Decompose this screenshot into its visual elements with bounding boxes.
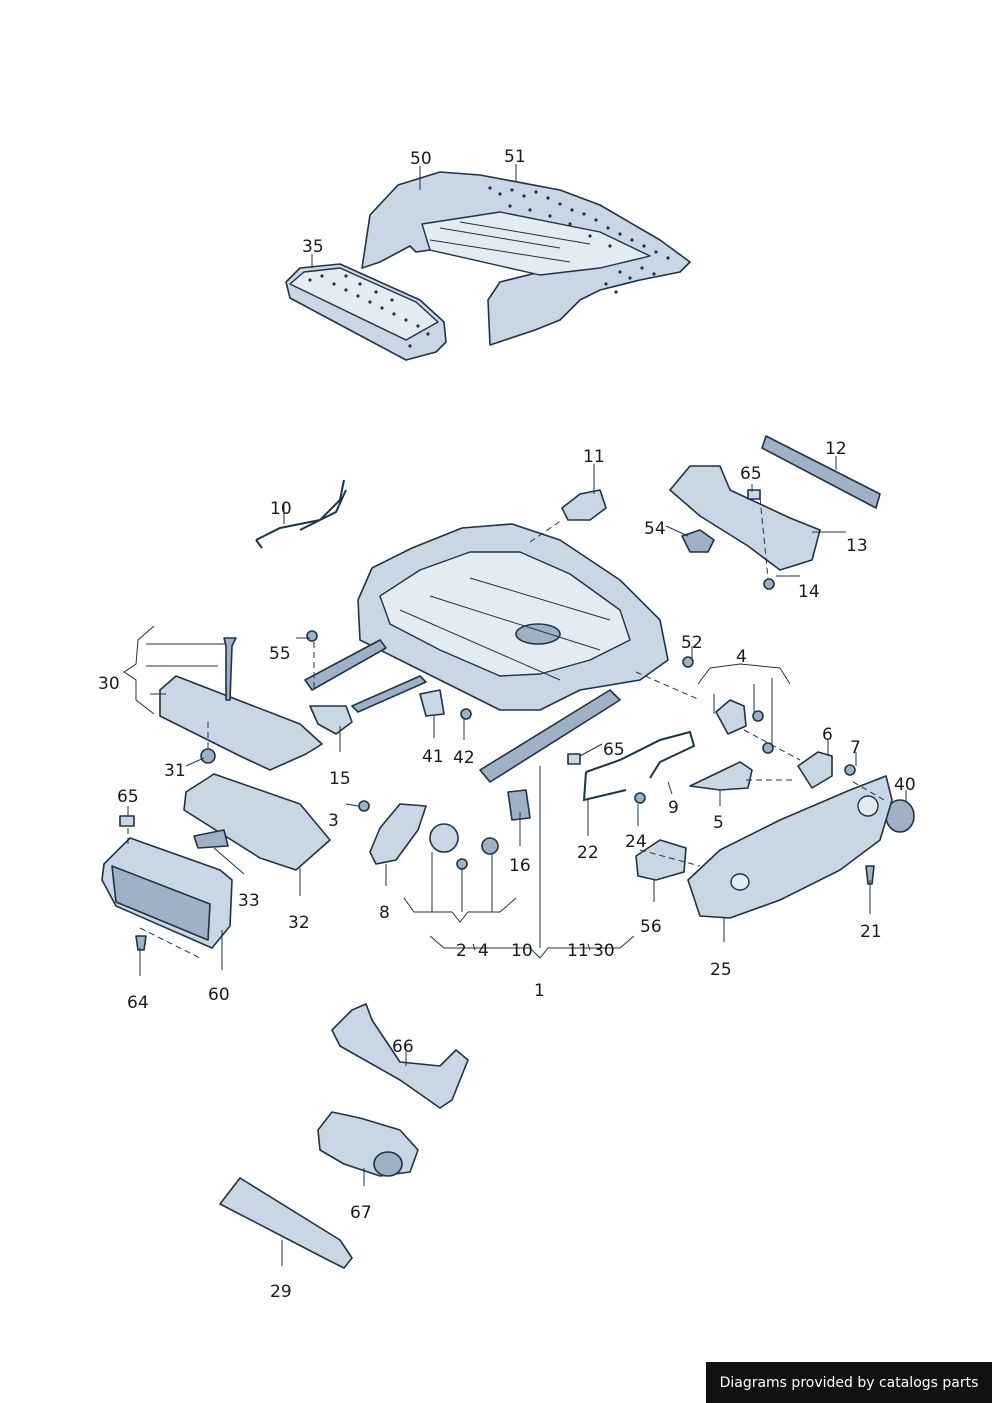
callout-51: 51 bbox=[504, 147, 526, 167]
front-cushion-part[interactable] bbox=[285, 263, 447, 361]
callout-labels: 50 51 35 11 12 65 54 13 14 10 55 52 4 6 … bbox=[98, 147, 916, 1302]
callout-65-left: 65 bbox=[117, 787, 139, 807]
callout-64: 64 bbox=[127, 993, 149, 1013]
screw-4b-part[interactable] bbox=[762, 742, 774, 754]
callout-35: 35 bbox=[302, 237, 324, 257]
callout-60: 60 bbox=[208, 985, 230, 1005]
callout-5: 5 bbox=[713, 813, 724, 833]
small-parts-group bbox=[101, 435, 915, 1269]
rail-12-part[interactable] bbox=[761, 435, 881, 509]
gear-8-part[interactable] bbox=[429, 823, 459, 853]
callout-16: 16 bbox=[509, 856, 531, 876]
subgroup-2: 2 bbox=[456, 941, 467, 961]
motor-56-part[interactable] bbox=[635, 839, 687, 881]
callout-4: 4 bbox=[736, 647, 747, 667]
callout-7: 7 bbox=[850, 738, 861, 758]
screw-7-part[interactable] bbox=[844, 764, 856, 776]
connector-16-part[interactable] bbox=[507, 789, 531, 821]
callout-12: 12 bbox=[825, 439, 847, 459]
callout-11: 11 bbox=[583, 447, 605, 467]
screw-42-part[interactable] bbox=[460, 708, 472, 720]
screw-64-part[interactable] bbox=[135, 935, 147, 951]
side-cover-25-part[interactable] bbox=[687, 775, 893, 919]
callout-10: 10 bbox=[270, 499, 292, 519]
seat-frame-part[interactable] bbox=[304, 523, 669, 783]
subgroup-30: 30 bbox=[593, 941, 615, 961]
bracket-6-part[interactable] bbox=[797, 751, 833, 789]
handle-15-part[interactable] bbox=[309, 705, 353, 735]
screw-24-part[interactable] bbox=[634, 792, 646, 804]
screw-3-part[interactable] bbox=[358, 800, 370, 812]
callout-67: 67 bbox=[350, 1203, 372, 1223]
callout-6: 6 bbox=[822, 725, 833, 745]
bolt-30-part[interactable] bbox=[223, 637, 237, 701]
callout-29: 29 bbox=[270, 1282, 292, 1302]
callout-14: 14 bbox=[798, 582, 820, 602]
bracket-8-part[interactable] bbox=[369, 803, 427, 865]
clip-65b-part[interactable] bbox=[567, 753, 581, 765]
callout-65-top: 65 bbox=[740, 464, 762, 484]
plate-30-part[interactable] bbox=[159, 675, 323, 771]
clip-65a-part[interactable] bbox=[747, 489, 761, 500]
grease-tube-29-part[interactable] bbox=[219, 1177, 353, 1269]
subgroup-list: 2 4 10 11 30 bbox=[456, 941, 615, 961]
connector-54-part[interactable] bbox=[681, 529, 715, 553]
clip-41-part[interactable] bbox=[419, 689, 445, 717]
cable-9-part[interactable] bbox=[582, 730, 696, 802]
callout-1: 1 bbox=[534, 981, 545, 1001]
bracket-66-part[interactable] bbox=[331, 1003, 469, 1109]
screw-52-part[interactable] bbox=[682, 656, 694, 668]
callout-66: 66 bbox=[392, 1037, 414, 1057]
callout-55: 55 bbox=[269, 644, 291, 664]
seat-cushion-part[interactable] bbox=[361, 171, 691, 346]
footer-credit: Diagrams provided by catalogs parts bbox=[706, 1362, 992, 1403]
callout-54: 54 bbox=[644, 519, 666, 539]
callout-33: 33 bbox=[238, 891, 260, 911]
callout-22: 22 bbox=[577, 843, 599, 863]
clip-33-part[interactable] bbox=[193, 829, 229, 849]
callout-56: 56 bbox=[640, 917, 662, 937]
callout-9: 9 bbox=[668, 798, 679, 818]
screw-21-part[interactable] bbox=[865, 865, 875, 885]
lever-5-part[interactable] bbox=[689, 761, 753, 791]
callout-15: 15 bbox=[329, 769, 351, 789]
nut-31-part[interactable] bbox=[200, 748, 216, 764]
callout-31: 31 bbox=[164, 761, 186, 781]
screw-4a-part[interactable] bbox=[752, 710, 764, 722]
callout-8: 8 bbox=[379, 903, 390, 923]
callout-24: 24 bbox=[625, 832, 647, 852]
subgroup-11: 11 bbox=[567, 941, 589, 961]
callout-13: 13 bbox=[846, 536, 868, 556]
screw-55-part[interactable] bbox=[306, 630, 318, 642]
subgroup-10: 10 bbox=[511, 941, 533, 961]
callout-30: 30 bbox=[98, 674, 120, 694]
leader-lines bbox=[123, 164, 907, 1266]
callout-41: 41 bbox=[422, 747, 444, 767]
motor-67-part[interactable] bbox=[317, 1111, 419, 1177]
trim-32-part[interactable] bbox=[183, 773, 331, 871]
callout-40: 40 bbox=[894, 775, 916, 795]
callout-52: 52 bbox=[681, 633, 703, 653]
callout-21: 21 bbox=[860, 922, 882, 942]
callout-25: 25 bbox=[710, 960, 732, 980]
adjuster-13-part[interactable] bbox=[669, 465, 821, 571]
screw-14-part[interactable] bbox=[763, 578, 775, 590]
callout-42: 42 bbox=[453, 748, 475, 768]
callout-65-middle: 65 bbox=[603, 740, 625, 760]
callout-3: 3 bbox=[328, 811, 339, 831]
gear-4-part[interactable] bbox=[715, 699, 747, 735]
wiring-harness-10-part[interactable] bbox=[255, 479, 347, 549]
subgroup-4: 4 bbox=[478, 941, 489, 961]
clip-65c-part[interactable] bbox=[119, 815, 135, 827]
callout-32: 32 bbox=[288, 913, 310, 933]
callout-50: 50 bbox=[410, 149, 432, 169]
bracket-11-part[interactable] bbox=[561, 489, 607, 521]
